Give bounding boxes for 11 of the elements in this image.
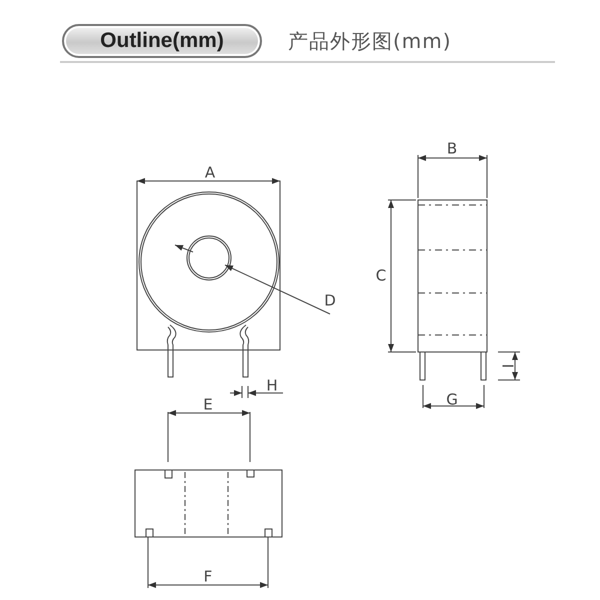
dimension-label: G [446,392,458,408]
dimension-label: E [203,398,213,412]
dimension-label: I [500,364,514,368]
dimension-label: F [204,570,212,584]
dimension-label: A [204,166,216,180]
header-pill: Outline(mm) [62,24,262,58]
dimension-label: D [324,294,336,308]
dimension-label: H [266,378,278,394]
dimension-label: C [376,268,386,284]
title: 产品外形图(mm) [288,28,452,55]
dimension-label: B [446,142,458,156]
